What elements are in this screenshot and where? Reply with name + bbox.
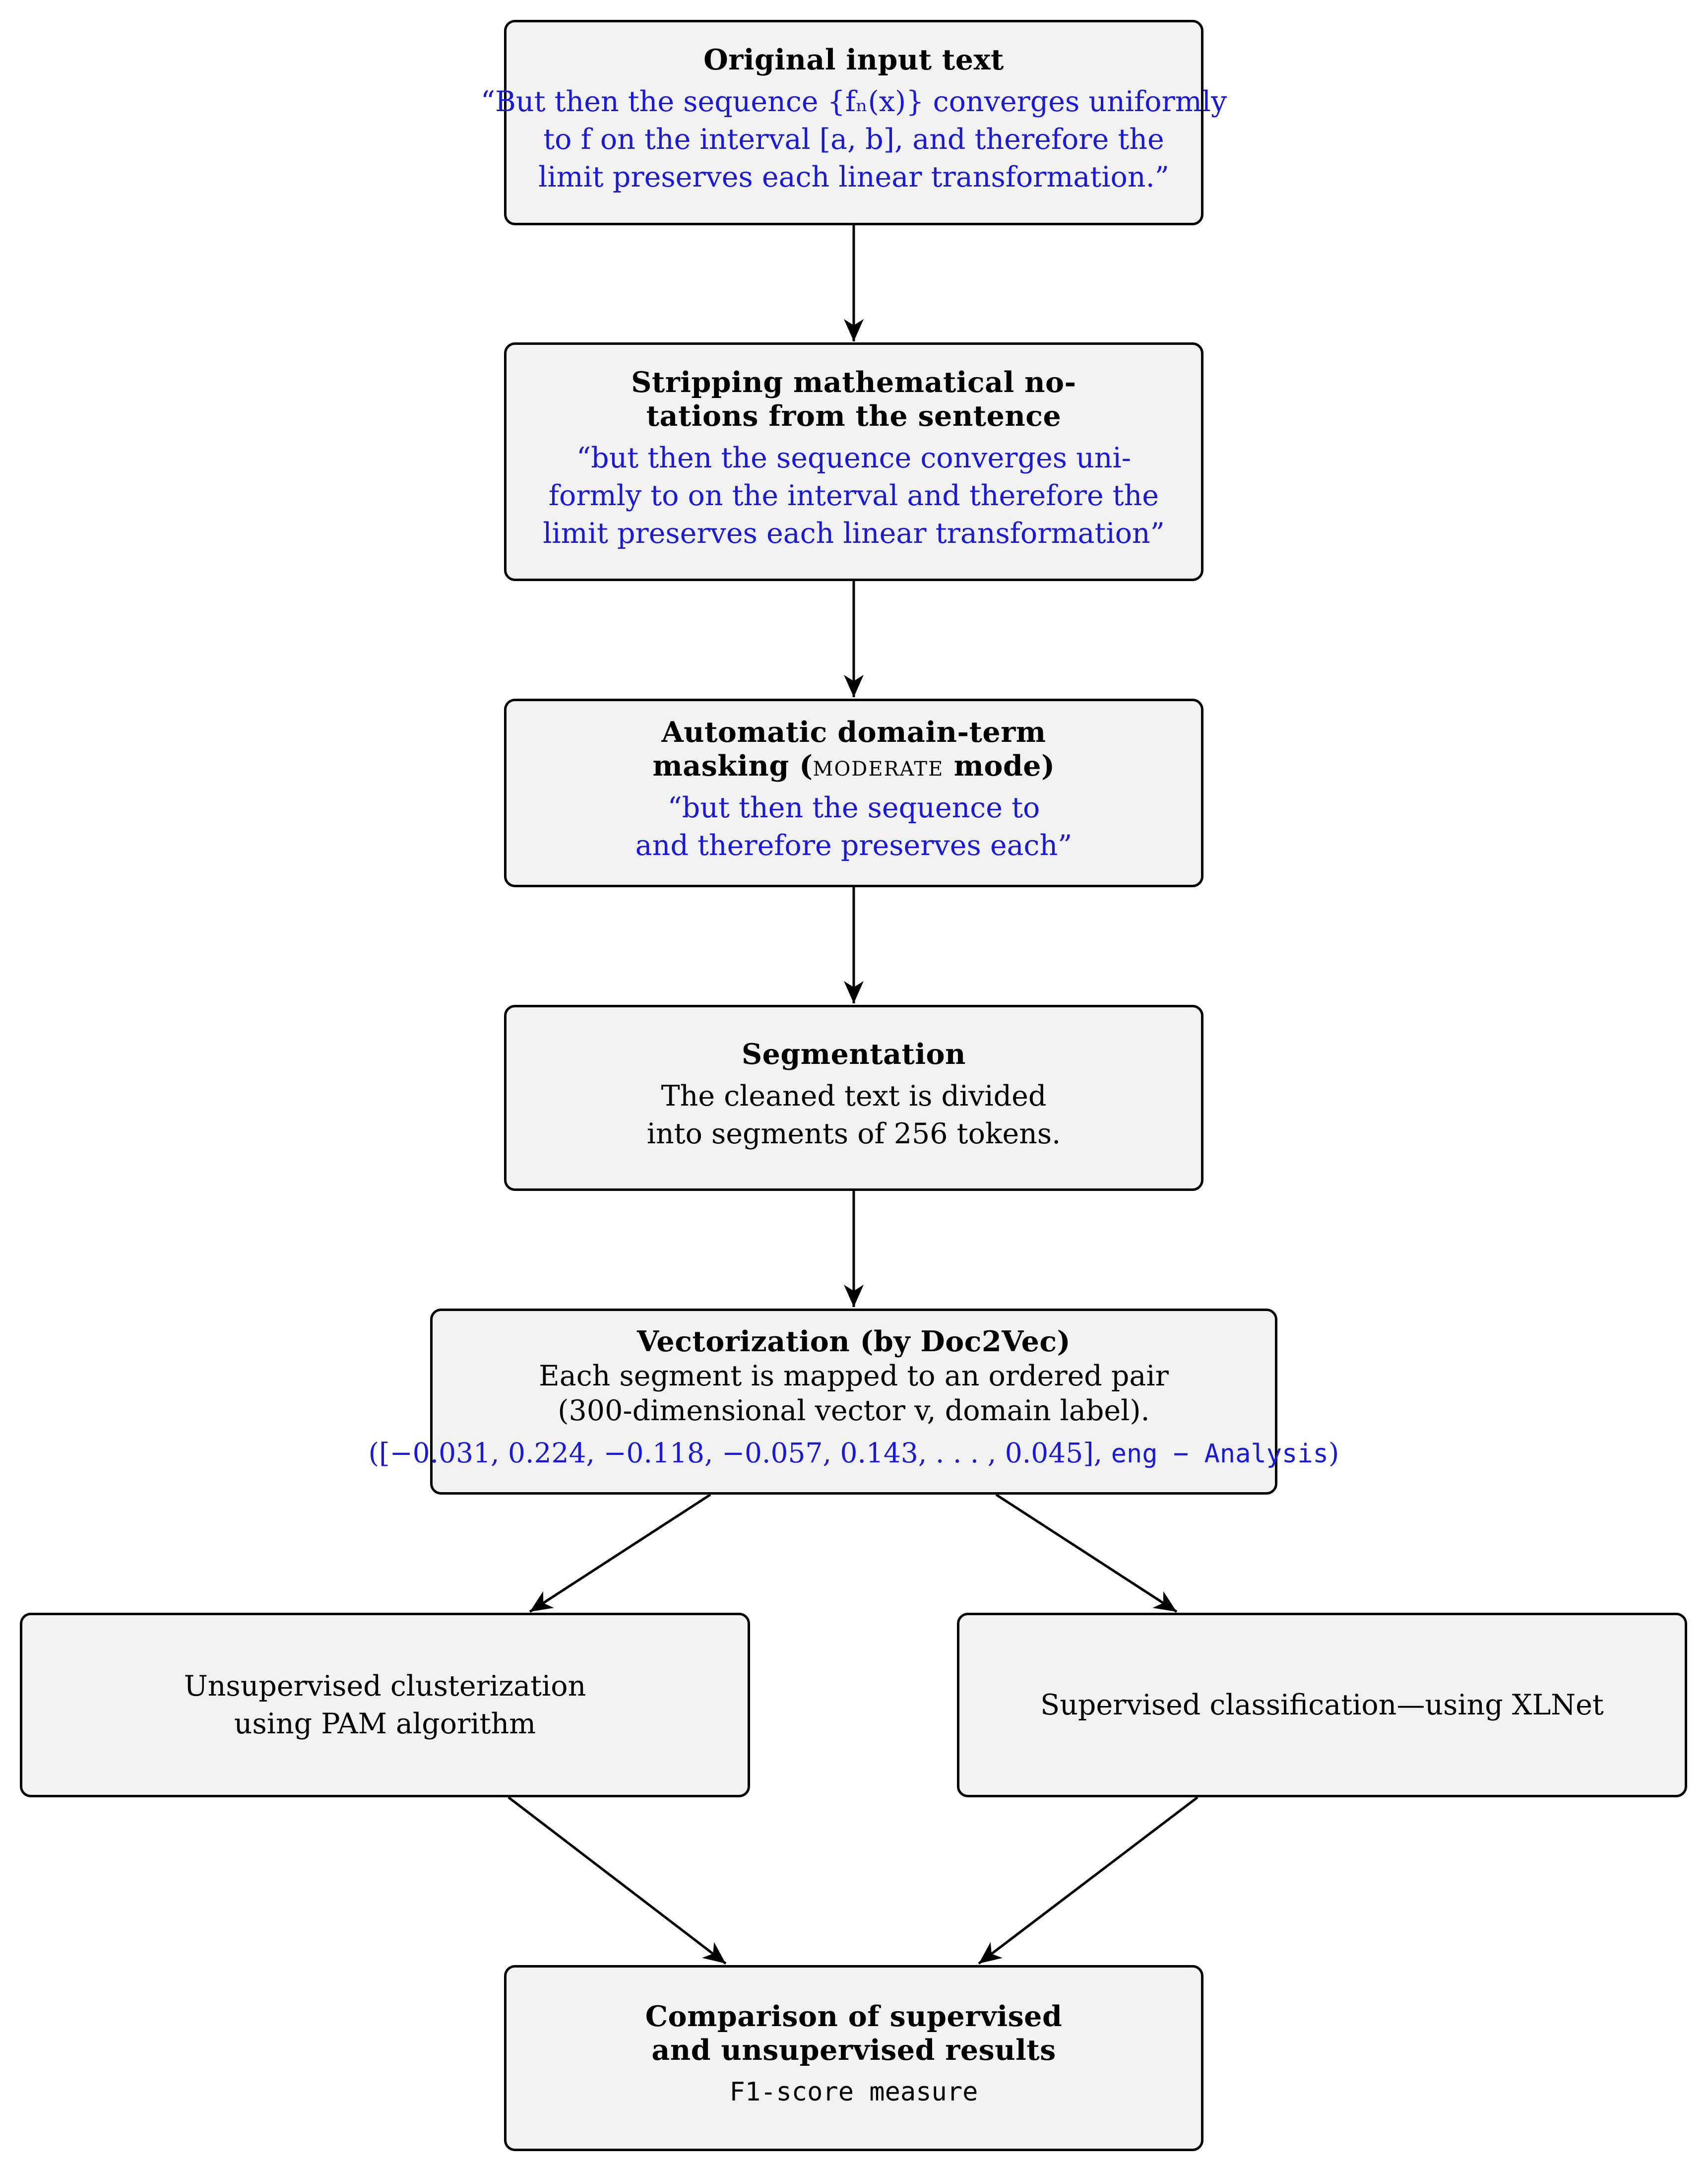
comparison-node: Comparison of supervised and unsupervise… [504,1965,1203,2151]
segmentation-node: Segmentation The cleaned text is divided… [504,1005,1203,1191]
stripping-title-line-1: Stripping mathematical no- [631,365,1076,399]
comparison-measure: F1-score measure [729,2077,978,2107]
moderate-mode-label: moderate [813,750,944,783]
arrow-unsupervised-to-comparison [507,1796,727,1965]
unsupervised-node: Unsupervised clusterization using PAM al… [20,1613,750,1797]
stripping-line-2: formly to on the interval and therefore … [548,479,1159,512]
arrow-vectorization-to-supervised [995,1493,1178,1613]
vectorization-node: Vectorization (by Doc2Vec) Each segment … [369,1309,1339,1495]
original-input-title: Original input text [703,43,1004,76]
vectorization-example: ([−0.031, 0.224, −0.118, −0.057, 0.143, … [368,1437,1339,1469]
example-vector: ([−0.031, 0.224, −0.118, −0.057, 0.143, … [368,1437,1103,1469]
comparison-title-line-2: and unsupervised results [651,2033,1056,2067]
stripping-node: Stripping mathematical no- tations from … [504,342,1203,581]
stripping-line-3: limit preserves each linear transformati… [543,517,1165,550]
vectorization-line-2: (300-dimensional vector v, domain label)… [558,1394,1150,1427]
unsupervised-line-2: using PAM algorithm [234,1708,536,1740]
unsupervised-line-1: Unsupervised clusterization [184,1670,586,1703]
arrow-vectorization-to-unsupervised [529,1493,711,1613]
segmentation-line-1: The cleaned text is divided [661,1079,1047,1113]
original-input-line-1: “But then the sequence {fₙ(x)} converges… [480,85,1227,118]
original-input-line-3: limit preserves each linear transformati… [538,161,1169,194]
segmentation-line-2: into segments of 256 tokens. [646,1117,1061,1150]
vectorization-title: Vectorization (by Doc2Vec) [636,1324,1071,1358]
masking-line-1: “but then the sequence to [667,791,1040,824]
masking-title-line-2: masking (moderate mode) [652,749,1055,783]
comparison-title-line-1: Comparison of supervised [645,1999,1063,2033]
supervised-node: Supervised classification—using XLNet [957,1613,1687,1797]
stripping-line-1: “but then the sequence converges uni- [576,441,1132,474]
supervised-text: Supervised classification—using XLNet [1040,1689,1604,1721]
masking-title-line-1: Automatic domain-term [661,716,1046,749]
segmentation-title: Segmentation [741,1037,966,1071]
masking-node: Automatic domain-term masking (moderate … [504,699,1203,887]
vectorization-line-1: Each segment is mapped to an ordered pai… [539,1359,1169,1392]
masking-line-2: and therefore preserves each” [635,829,1073,862]
original-input-node: Original input text “But then the sequen… [481,20,1227,225]
original-input-line-2: to f on the interval [a, b], and therefo… [543,123,1164,156]
example-domain-label: eng − Analysis [1111,1439,1328,1469]
stripping-title-line-2: tations from the sentence [646,399,1062,433]
arrow-supervised-to-comparison [978,1796,1199,1965]
